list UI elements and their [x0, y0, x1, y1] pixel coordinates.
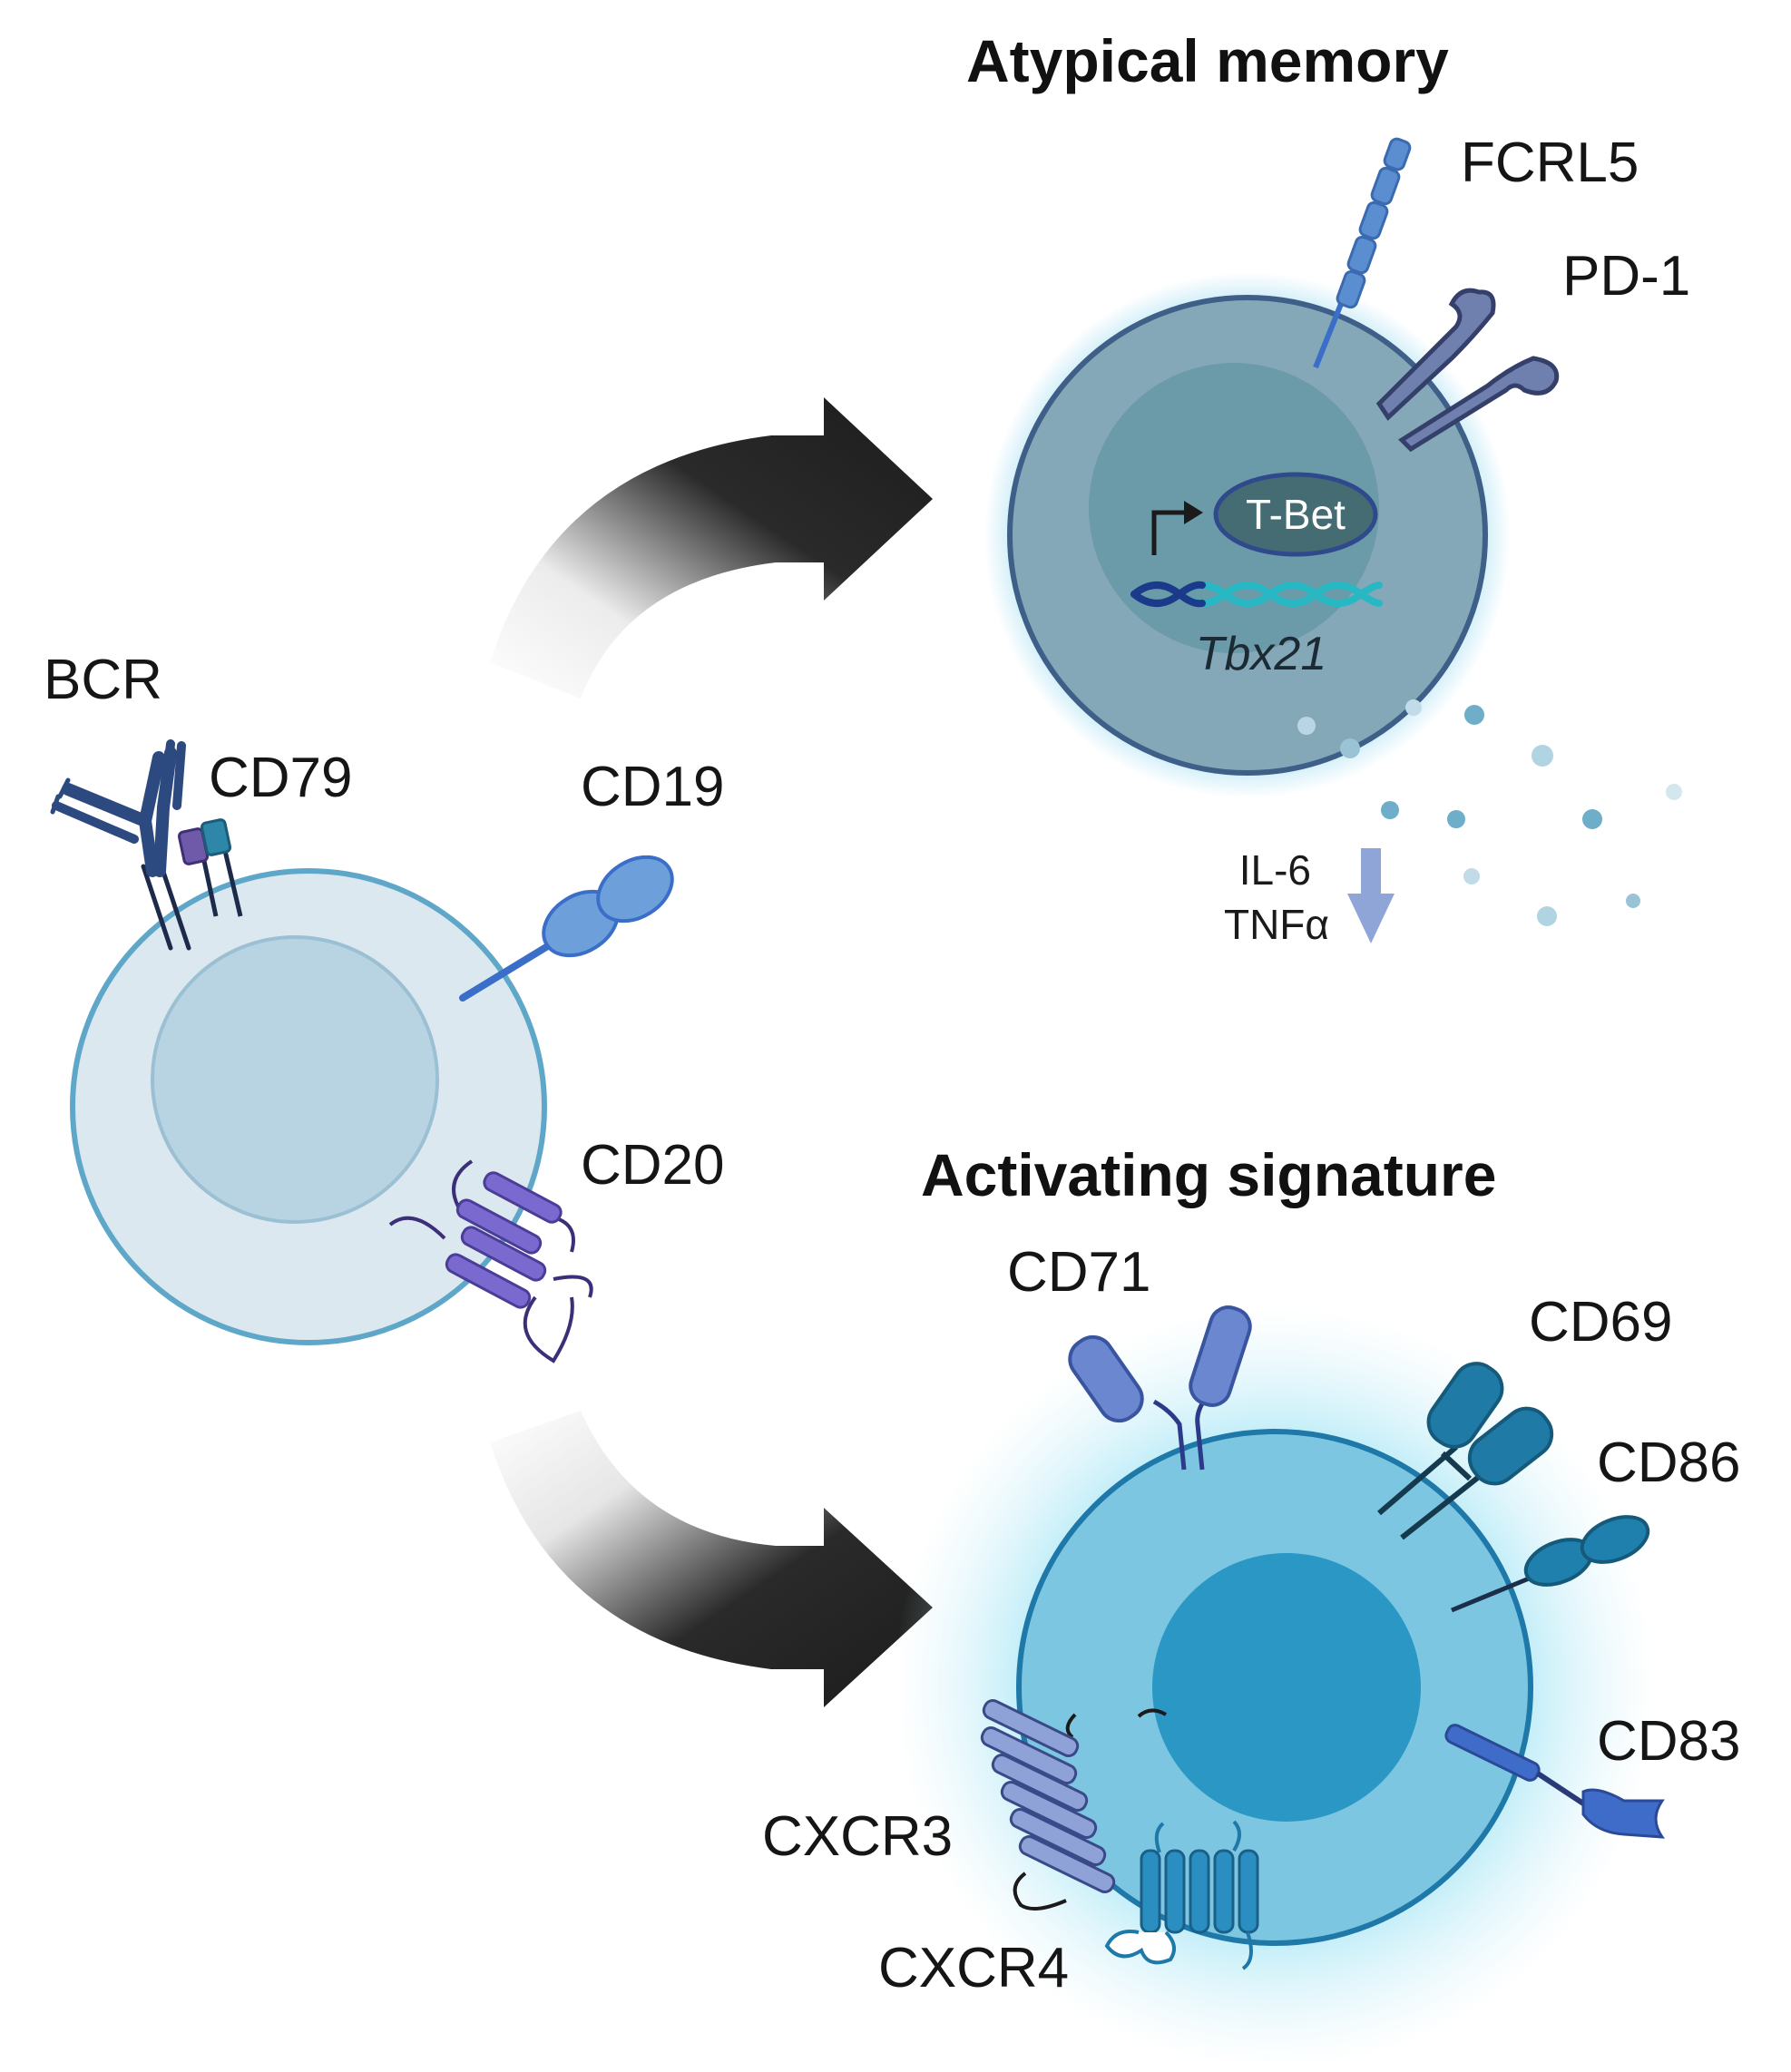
- tbet-transcription-factor: T-Bet: [1213, 472, 1378, 557]
- bcr-label: BCR: [44, 649, 162, 711]
- cytokine-il6-label: IL-6: [1239, 846, 1311, 894]
- fcrl5-receptor-icon: [1313, 137, 1412, 369]
- cd20-label: CD20: [581, 1134, 725, 1197]
- fcrl5-label: FCRL5: [1461, 132, 1639, 194]
- pd1-receptor-icon: [1375, 288, 1560, 453]
- arrow-to-atypical: [490, 397, 933, 699]
- dna-helix-icon: [1130, 581, 1383, 608]
- naive-cell-nucleus: [151, 935, 439, 1224]
- cd19-label: CD19: [581, 756, 725, 818]
- activating-signature-title: Activating signature: [921, 1141, 1496, 1208]
- cxcr3-receptor-icon: [980, 1698, 1168, 1911]
- cd19-receptor-icon: [459, 855, 674, 1002]
- activated-cell-nucleus: [1152, 1553, 1421, 1822]
- cd20-receptor-icon: [388, 1159, 593, 1363]
- cd71-receptor-icon: [1068, 1305, 1252, 1471]
- cd79-receptor-icon: [177, 818, 243, 917]
- cd69-label: CD69: [1529, 1291, 1673, 1354]
- tbet-label: T-Bet: [1246, 491, 1346, 538]
- arrow-to-activated: [490, 1411, 933, 1707]
- secreted-cytokines: [1297, 699, 1682, 926]
- naive-b-cell: [70, 868, 547, 1345]
- tbx21-gene-label: Tbx21: [1196, 628, 1327, 680]
- cd86-receptor-icon: [1451, 1515, 1650, 1613]
- atypical-memory-title: Atypical memory: [966, 27, 1449, 94]
- cd71-label: CD71: [1007, 1241, 1151, 1304]
- pd1-label: PD-1: [1562, 245, 1690, 308]
- cxcr4-receptor-icon: [1104, 1820, 1259, 1970]
- transcription-arrow-icon: [1151, 501, 1203, 555]
- cytokine-tnfa-label: TNFα: [1224, 901, 1329, 948]
- cd79-label: CD79: [209, 747, 353, 809]
- cd86-label: CD86: [1597, 1432, 1741, 1494]
- bcr-receptor-icon: [50, 739, 191, 951]
- cd69-receptor-icon: [1377, 1362, 1554, 1540]
- cd83-label: CD83: [1597, 1710, 1741, 1773]
- cytokine-decrease-arrow-icon: [1347, 848, 1395, 943]
- cxcr4-label: CXCR4: [878, 1937, 1069, 1999]
- cd83-receptor-icon: [1444, 1724, 1666, 1839]
- cxcr3-label: CXCR3: [762, 1805, 953, 1868]
